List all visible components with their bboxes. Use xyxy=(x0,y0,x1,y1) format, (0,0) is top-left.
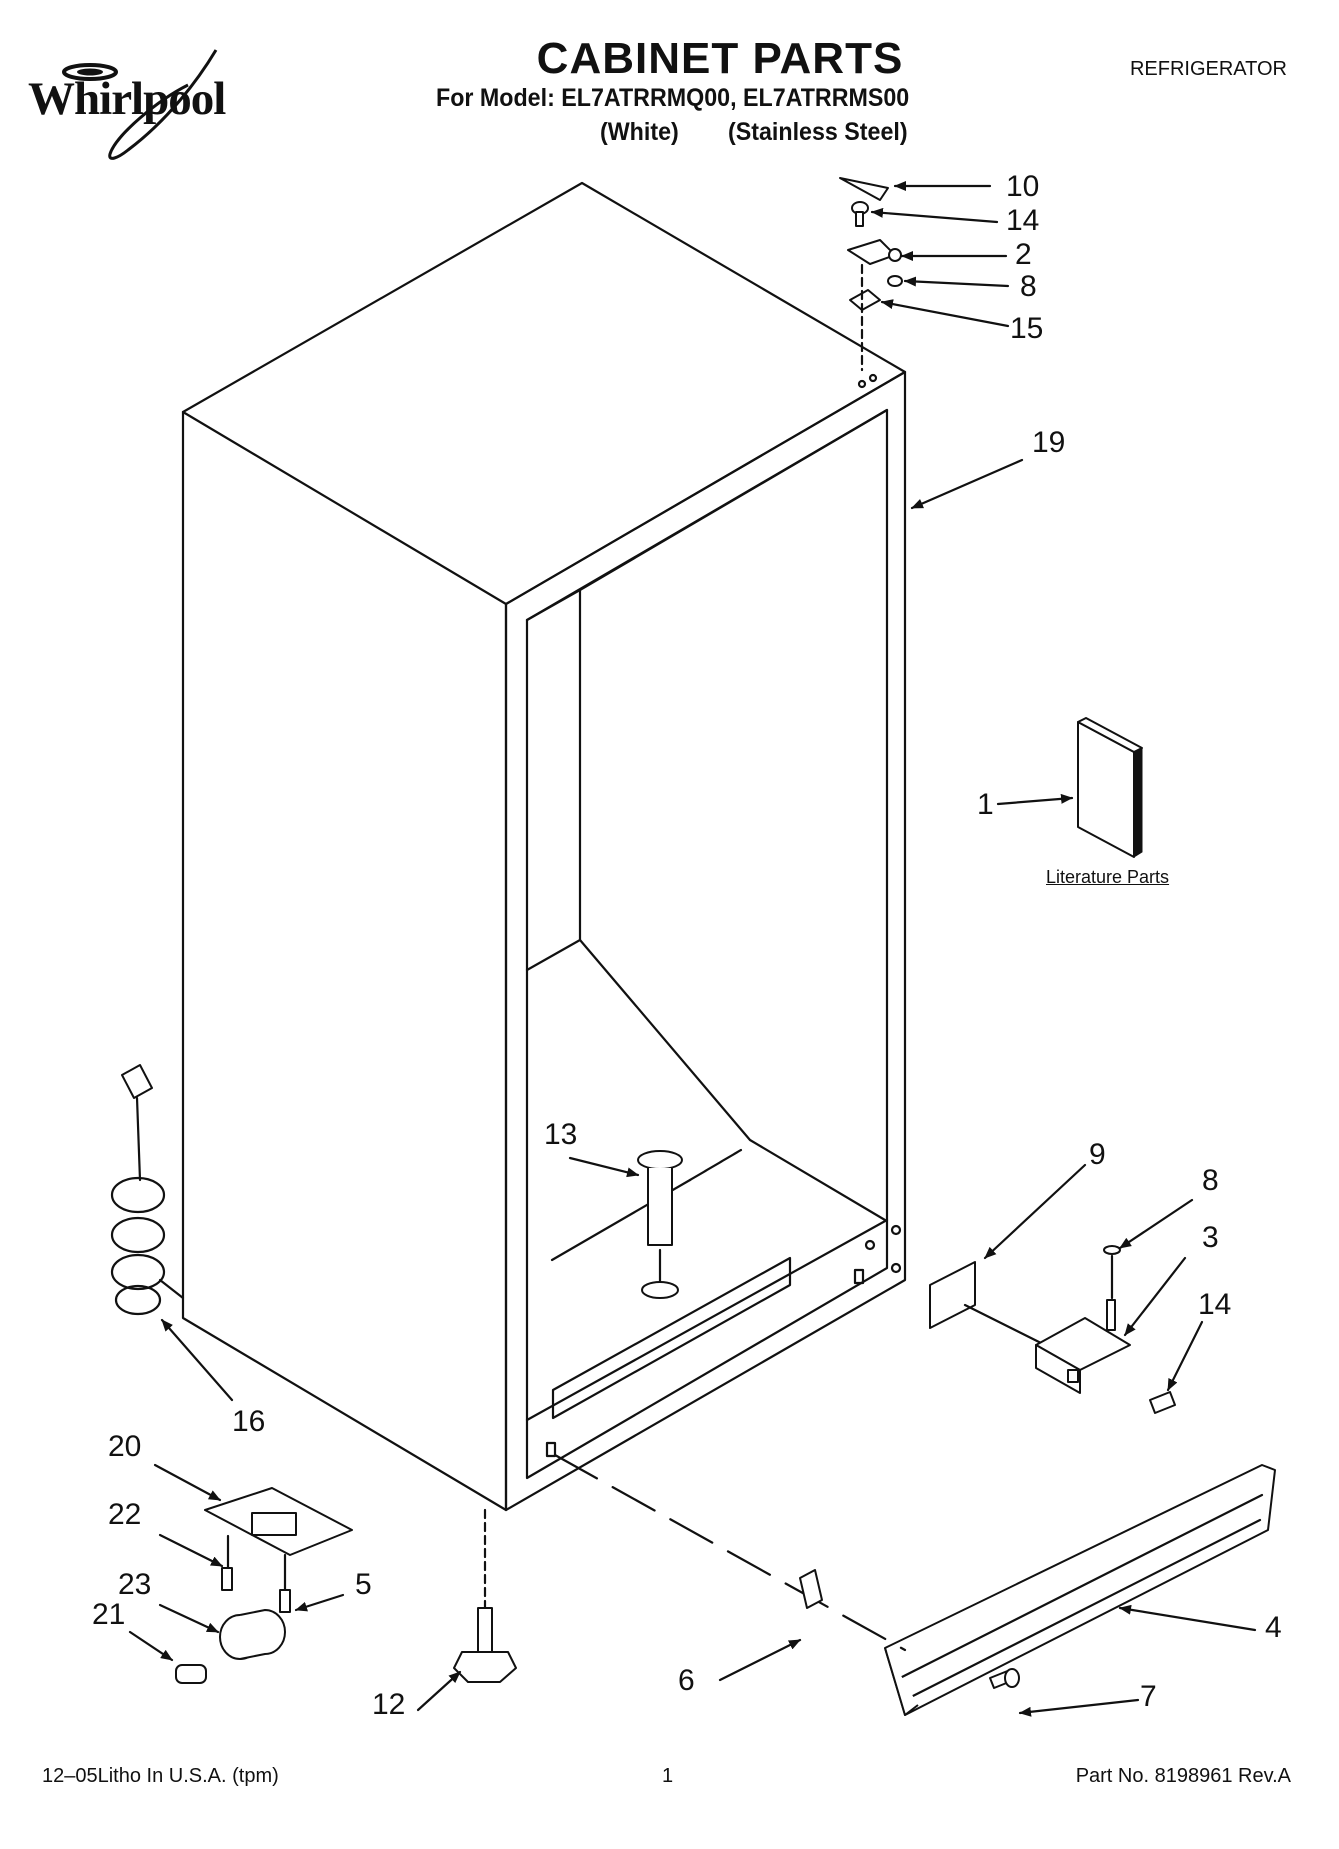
variant-white: (White) xyxy=(600,118,679,146)
callout-22: 22 xyxy=(108,1498,142,1531)
callout-12: 12 xyxy=(372,1688,406,1721)
footer-page-number: 1 xyxy=(662,1765,674,1787)
literature-booklet-icon xyxy=(1077,717,1143,858)
callout-5: 5 xyxy=(355,1568,372,1601)
cabinet-outline xyxy=(181,181,907,1512)
toe-grille-icon xyxy=(884,1464,1276,1716)
footer-part-number: Part No. 8198961 Rev.A xyxy=(1075,1765,1291,1787)
callout-7: 7 xyxy=(1140,1680,1157,1713)
bracket-9-icon xyxy=(929,1261,976,1329)
page-title: CABINET PARTS xyxy=(536,34,904,83)
callout-19: 19 xyxy=(1032,426,1066,459)
callout-8-top: 8 xyxy=(1020,270,1037,303)
grille-clip-icon xyxy=(799,1569,823,1609)
callout-6: 6 xyxy=(678,1664,695,1697)
literature-parts-label: Literature Parts xyxy=(1046,867,1170,887)
callout-15: 15 xyxy=(1010,312,1044,345)
callout-4: 4 xyxy=(1265,1611,1282,1644)
top-hinge-assembly xyxy=(839,177,903,372)
drain-tube-icon xyxy=(637,1150,683,1299)
leveling-leg-icon xyxy=(453,1508,517,1683)
whirlpool-swirl-logo xyxy=(62,49,218,160)
callout-14-right: 14 xyxy=(1198,1288,1232,1321)
callout-3: 3 xyxy=(1202,1221,1219,1254)
lower-hinge-icon xyxy=(1035,1245,1176,1414)
callout-10: 10 xyxy=(1006,170,1040,203)
variant-stainless: (Stainless Steel) xyxy=(728,118,908,146)
model-line: For Model: EL7ATRRMQ00, EL7ATRRMS00 xyxy=(436,84,910,112)
power-cord-icon xyxy=(110,1064,185,1316)
mounting-bracket-icon xyxy=(204,1487,353,1613)
callout-14-top: 14 xyxy=(1006,204,1040,237)
screw-7-icon xyxy=(989,1668,1020,1689)
callout-13: 13 xyxy=(544,1118,578,1151)
callout-16: 16 xyxy=(232,1405,266,1438)
callout-21: 21 xyxy=(92,1598,126,1631)
roller-icon xyxy=(175,1609,286,1684)
callout-2: 2 xyxy=(1015,238,1032,271)
product-category: REFRIGERATOR xyxy=(1129,58,1287,80)
callout-20: 20 xyxy=(108,1430,142,1463)
callout-8-right: 8 xyxy=(1202,1164,1219,1197)
footer-litho: 12–05Litho In U.S.A. (tpm) xyxy=(42,1765,279,1787)
callout-1: 1 xyxy=(977,788,994,821)
callout-leaders xyxy=(128,181,1257,1717)
callout-23: 23 xyxy=(118,1568,152,1601)
callout-9: 9 xyxy=(1089,1138,1106,1171)
brand-name: Whirlpool xyxy=(28,73,226,125)
